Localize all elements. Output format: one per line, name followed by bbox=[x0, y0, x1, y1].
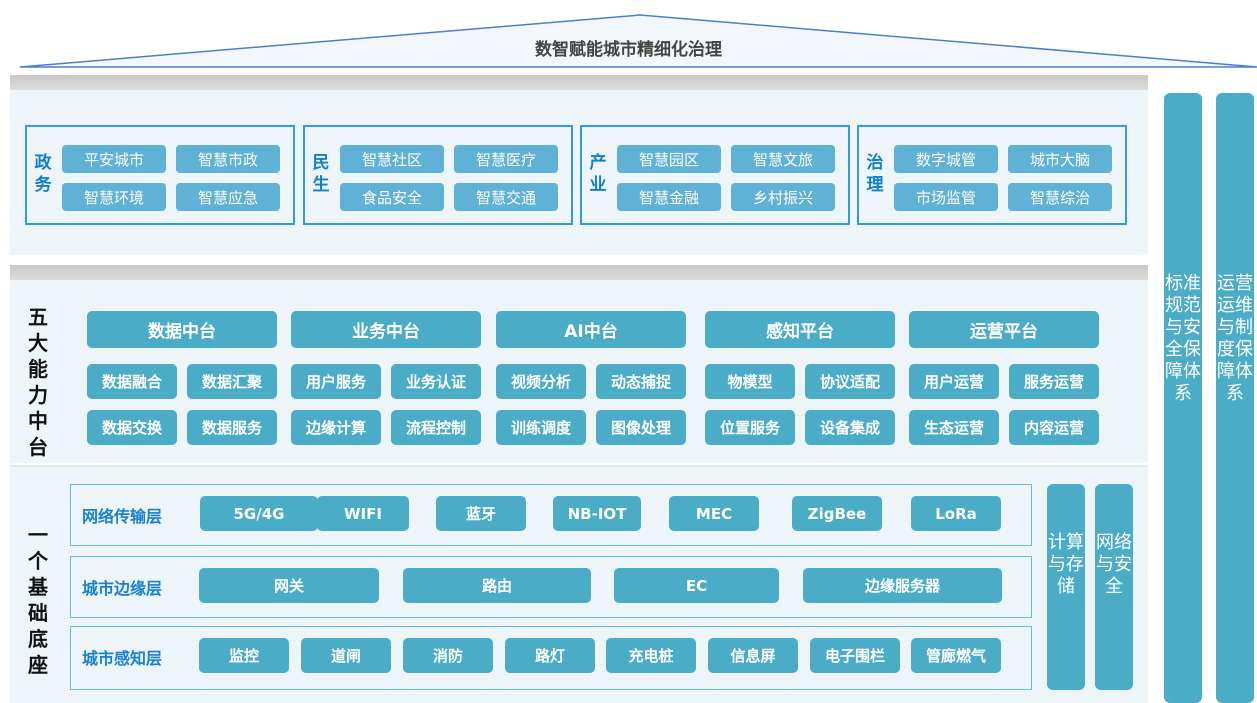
base-layer bbox=[70, 484, 1032, 546]
layer-item: 边缘服务器 bbox=[803, 568, 1002, 603]
app-tile: 数字城管 bbox=[894, 145, 998, 173]
platform-item: 数据服务 bbox=[187, 410, 277, 445]
layer-item: 路灯 bbox=[505, 638, 595, 673]
app-tile: 智慧环境 bbox=[62, 183, 166, 211]
layer-item: 充电桩 bbox=[606, 638, 696, 673]
platform-item: 数据交换 bbox=[87, 410, 177, 445]
platform-header: 感知平台 bbox=[705, 311, 895, 348]
layer-item: 路由 bbox=[403, 568, 591, 603]
layer-item: 5G/4G bbox=[200, 496, 318, 531]
middle-label: 五大能力中台 bbox=[28, 305, 48, 459]
platform-item: 内容运营 bbox=[1009, 410, 1099, 445]
platform-header: 业务中台 bbox=[291, 311, 481, 348]
app-tile: 城市大脑 bbox=[1008, 145, 1112, 173]
app-tile: 智慧园区 bbox=[617, 145, 721, 173]
layer-item: EC bbox=[614, 568, 779, 603]
roof-title: 数智赋能城市精细化治理 bbox=[535, 40, 722, 60]
layer-item: 网关 bbox=[199, 568, 379, 603]
app-tile: 乡村振兴 bbox=[731, 183, 835, 211]
platform-item: 动态捕捉 bbox=[596, 364, 686, 399]
app-tile: 平安城市 bbox=[62, 145, 166, 173]
layer-item: ZigBee bbox=[792, 496, 882, 531]
app-tile: 智慧文旅 bbox=[731, 145, 835, 173]
platform-item: 数据汇聚 bbox=[187, 364, 277, 399]
pillar-standards-security: 标准规范与安全保障体系 bbox=[1164, 93, 1202, 703]
layer-item: WIFI bbox=[317, 496, 409, 531]
base-layer bbox=[70, 626, 1032, 690]
roof bbox=[19, 14, 1257, 68]
layer-item: 道闸 bbox=[301, 638, 391, 673]
layer-item: 消防 bbox=[403, 638, 493, 673]
app-tile: 食品安全 bbox=[340, 183, 444, 211]
app-group-label: 民生 bbox=[312, 153, 330, 195]
panel-strip bbox=[10, 265, 1148, 280]
platform-item: 边缘计算 bbox=[291, 410, 381, 445]
layer-item: 信息屏 bbox=[708, 638, 798, 673]
app-tile: 智慧社区 bbox=[340, 145, 444, 173]
panel-strip bbox=[10, 75, 1148, 90]
layer-label: 城市感知层 bbox=[82, 649, 163, 668]
app-tile: 智慧医疗 bbox=[454, 145, 558, 173]
app-tile: 智慧金融 bbox=[617, 183, 721, 211]
platform-item: 用户服务 bbox=[291, 364, 381, 399]
platform-header: AI中台 bbox=[496, 311, 686, 348]
app-tile: 智慧综治 bbox=[1008, 183, 1112, 211]
layer-item: MEC bbox=[669, 496, 759, 531]
platform-item: 视频分析 bbox=[496, 364, 586, 399]
platform-item: 物模型 bbox=[705, 364, 795, 399]
app-group-label: 治理 bbox=[866, 153, 884, 195]
layer-label: 网络传输层 bbox=[82, 507, 163, 526]
platform-item: 服务运营 bbox=[1009, 364, 1099, 399]
platform-item: 训练调度 bbox=[496, 410, 586, 445]
platform-header: 数据中台 bbox=[87, 311, 277, 348]
layer-label: 城市边缘层 bbox=[82, 579, 163, 598]
side-network-security: 网络与安全 bbox=[1095, 484, 1133, 690]
app-tile: 市场监管 bbox=[894, 183, 998, 211]
platform-item: 流程控制 bbox=[391, 410, 481, 445]
layer-item: 蓝牙 bbox=[436, 496, 526, 531]
platform-item: 设备集成 bbox=[805, 410, 895, 445]
platform-item: 数据融合 bbox=[87, 364, 177, 399]
platform-item: 业务认证 bbox=[391, 364, 481, 399]
platform-item: 位置服务 bbox=[705, 410, 795, 445]
app-group-label: 政务 bbox=[34, 153, 52, 195]
platform-item: 用户运营 bbox=[909, 364, 999, 399]
app-group bbox=[857, 125, 1127, 225]
side-compute-storage: 计算与存储 bbox=[1047, 484, 1085, 690]
platform-item: 协议适配 bbox=[805, 364, 895, 399]
app-group bbox=[580, 125, 850, 225]
base-label: 一个基础底座 bbox=[28, 523, 48, 677]
app-group bbox=[25, 125, 295, 225]
app-tile: 智慧市政 bbox=[176, 145, 280, 173]
layer-item: 电子围栏 bbox=[810, 638, 900, 673]
app-tile: 智慧交通 bbox=[454, 183, 558, 211]
platform-item: 生态运营 bbox=[909, 410, 999, 445]
app-group bbox=[303, 125, 573, 225]
layer-item: NB-IOT bbox=[553, 496, 641, 531]
base-layer bbox=[70, 556, 1032, 618]
layer-item: 监控 bbox=[199, 638, 289, 673]
platform-header: 运营平台 bbox=[909, 311, 1099, 348]
layer-item: LoRa bbox=[911, 496, 1001, 531]
platform-item: 图像处理 bbox=[596, 410, 686, 445]
layer-item: 管廊燃气 bbox=[911, 638, 1001, 673]
app-tile: 智慧应急 bbox=[176, 183, 280, 211]
app-group-label: 产业 bbox=[589, 153, 607, 195]
pillar-operations: 运营运维与制度保障体系 bbox=[1216, 93, 1254, 703]
